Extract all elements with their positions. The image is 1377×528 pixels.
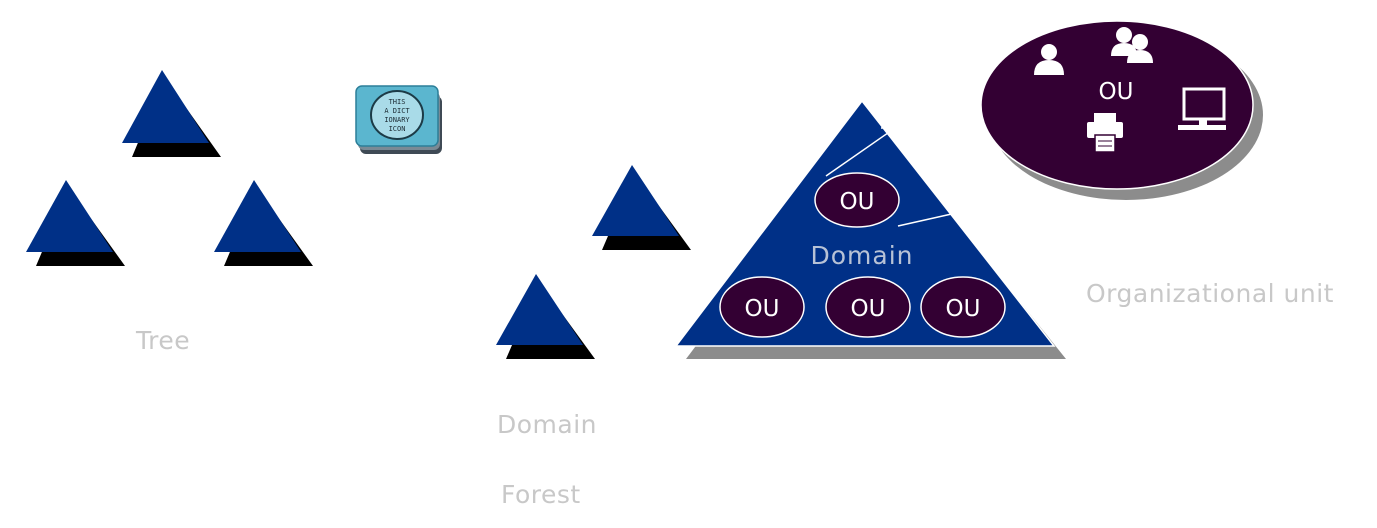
tree-triangle-left <box>26 180 125 266</box>
user-icon <box>1034 44 1064 75</box>
computer-icon <box>1178 87 1226 130</box>
ou-detail-label: OU <box>1099 79 1134 105</box>
ou-detail: OU <box>980 20 1263 200</box>
domain-triangle: OU Domain OU OU OU <box>674 99 1066 359</box>
printer-icon <box>1087 113 1123 153</box>
dictionary-icon: THIS A DICT IONARY ICON <box>355 85 442 154</box>
dictionary-line-2: A DICT <box>384 107 410 115</box>
domain-division-line <box>825 127 896 177</box>
forest-group <box>496 165 691 359</box>
domain-division-line <box>897 212 957 227</box>
ou-bottom-right: OU <box>920 276 1006 338</box>
ou-bottom-center-label: OU <box>851 296 886 322</box>
organizational-unit-caption: Organizational unit <box>1086 279 1334 308</box>
ou-bottom-left-label: OU <box>745 296 780 322</box>
domain-caption: Domain <box>497 410 598 439</box>
forest-caption: Forest <box>501 480 581 509</box>
ou-bottom-center: OU <box>825 276 911 338</box>
ou-top-label: OU <box>840 189 875 215</box>
dictionary-line-4: ICON <box>389 125 406 133</box>
tree-group <box>26 70 313 266</box>
tree-triangle-top <box>122 70 221 157</box>
tree-triangle-right <box>214 180 313 266</box>
ou-bottom-right-label: OU <box>946 296 981 322</box>
group-icon <box>1111 27 1153 63</box>
dictionary-line-1: THIS <box>389 98 406 106</box>
dictionary-line-3: IONARY <box>384 116 410 124</box>
forest-triangle-lower <box>496 274 595 359</box>
ou-bottom-left: OU <box>719 276 805 338</box>
forest-triangle-upper <box>592 165 691 250</box>
tree-caption: Tree <box>136 326 191 355</box>
domain-title: Domain <box>810 241 913 270</box>
ou-top: OU <box>814 172 900 228</box>
